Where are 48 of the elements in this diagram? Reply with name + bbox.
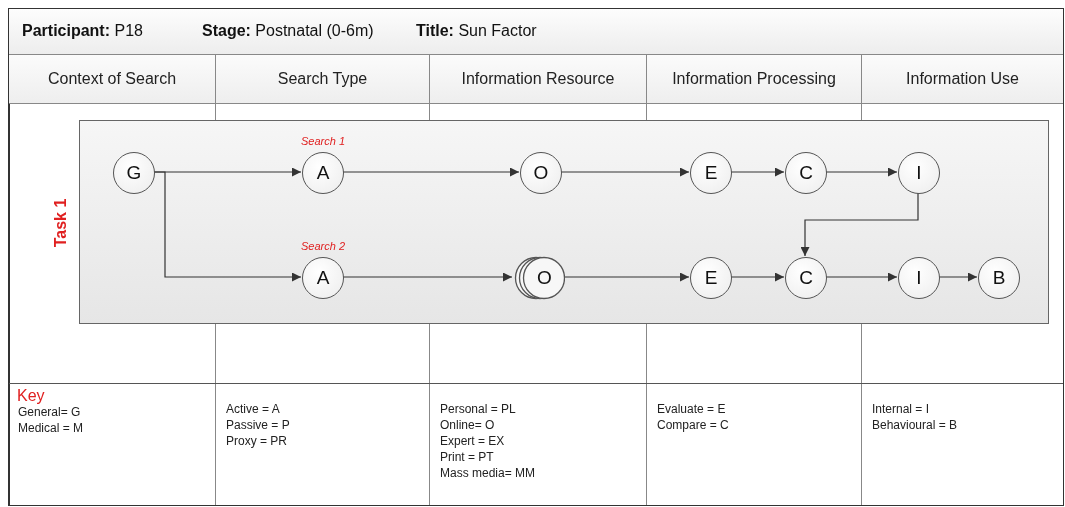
key-entry: Passive = P [226,418,290,433]
circle-node: B [978,257,1020,299]
column-header: Search Type [216,55,430,104]
key-entry: Personal = PL [440,402,516,417]
key-heading: Key [17,387,45,405]
header-text: Title: Sun Factor [416,22,537,40]
key-entry: General= G [18,405,81,420]
arrow [730,272,785,282]
header-text: Participant: P18 [22,22,143,40]
arrow [563,272,690,282]
task-label: Task 1 [52,198,70,248]
key-entry: Behavioural = B [872,418,958,433]
circle-node: E [690,257,732,299]
arrow [560,167,690,177]
search-label: Search 2 [301,240,345,252]
circle-node: G [113,152,155,194]
arrow [938,272,978,282]
circle-node: C [785,257,827,299]
arrow [800,192,919,257]
key-entry: Mass media= MM [440,466,536,481]
circle-node: I [898,257,940,299]
circle-node: A [302,152,344,194]
column-header: Information Resource [430,55,647,104]
key-entry: Proxy = PR [226,434,288,449]
key-entry: Internal = I [872,402,930,417]
header-text: Stage: Postnatal (0-6m) [202,22,374,40]
arrow [342,272,513,282]
key-entry: Compare = C [657,418,729,433]
arrow [825,167,898,177]
circle-node: E [690,152,732,194]
circle-node: C [785,152,827,194]
key-entry: Online= O [440,418,495,433]
arrow [342,167,520,177]
arrow [153,171,302,282]
search-label: Search 1 [301,135,345,147]
key-entry: Expert = EX [440,434,505,449]
key-entry: Medical = M [18,421,84,436]
column-header: Information Use [862,55,1063,104]
column-header: Information Processing [647,55,862,104]
circle-node: O [520,152,562,194]
key-entry: Active = A [226,402,280,417]
circle-node: I [898,152,940,194]
key-entry: Print = PT [440,450,494,465]
key-entry: Evaluate = E [657,402,726,417]
arrow [730,167,785,177]
arrow [825,272,898,282]
column-header: Context of Search [9,55,216,104]
circle-node: A [302,257,344,299]
